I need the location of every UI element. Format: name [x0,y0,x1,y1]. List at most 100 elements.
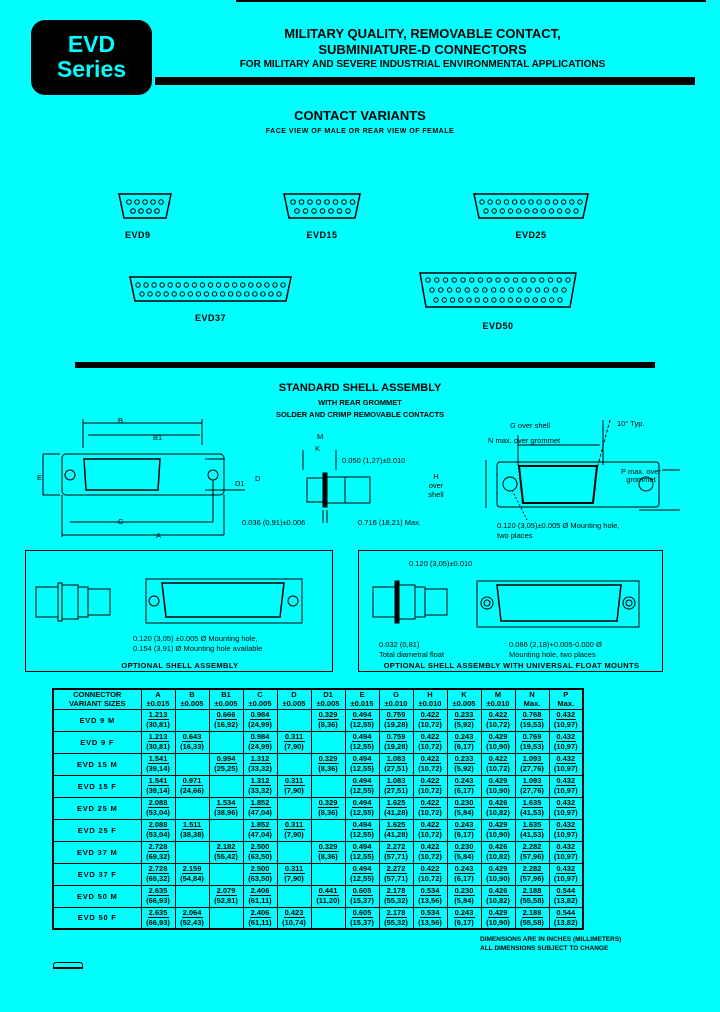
header-name: M [494,690,502,700]
value-mm: (57,96) [520,874,544,883]
table-cell: 2.188(55,58) [514,884,550,908]
contact-variants-title: CONTACT VARIANTS [294,108,426,123]
value-mm: (10,72) [418,720,442,729]
value-mm: (10,97) [553,742,578,751]
value-inches: 0.311 [283,732,305,742]
value-inches: 0.422 [419,864,441,874]
value-inches: 2.282 [521,864,543,874]
table-cell: 0.429(10,90) [480,730,516,754]
table-cell: 0.422(10,72) [480,708,516,732]
value-inches: 0.422 [419,776,441,786]
value-inches: 1.213 [147,710,169,720]
value-mm: (10,82) [486,808,510,817]
table-cell: 0.426(10,82) [480,884,516,908]
value-mm: (30,81) [146,742,170,751]
value-mm: (33,32) [248,764,272,773]
table-cell: 0.329(8,36) [310,796,346,820]
row-variant-size: EVD 37 F [52,862,142,886]
value-mm: (10,90) [486,874,510,883]
value-inches: 0.230 [453,842,475,852]
value-mm: (5,92) [454,720,474,729]
connector-label: EVD25 [515,230,547,240]
table-cell: 0.605(15,37) [344,884,380,908]
value-mm: (10,72) [418,852,442,861]
value-inches: 0.422 [487,754,509,764]
table-cell [174,708,210,732]
value-inches: 0.432 [555,754,576,764]
value-mm: (10,97) [553,874,578,883]
row-variant-size: EVD 50 F [52,906,142,930]
value-mm: (7,90) [284,830,304,839]
table-cell: 0.432(10,97) [548,862,584,886]
value-inches: 0.230 [453,798,475,808]
table-cell: 2.079(52,81) [208,884,244,908]
table-cell: 0.311(7,90) [276,862,312,886]
table-cell: 2.282(57,96) [514,840,550,864]
table-cell: 2.728(69,32) [140,862,176,886]
value-mm: (5,84) [454,852,474,861]
table-cell [174,796,210,820]
value-inches: 2.079 [215,886,237,896]
value-inches: 0.494 [351,798,373,808]
table-cell [276,708,312,732]
value-inches: 0.494 [351,842,373,852]
value-mm: (10,82) [486,896,510,905]
value-inches: 0.494 [351,864,373,874]
value-mm: (12,55) [350,742,374,751]
value-inches: 0.422 [419,798,441,808]
value-inches: 0.605 [351,907,373,918]
value-mm: (7,90) [284,874,304,883]
table-cell: 2.282(57,96) [514,862,550,886]
footnote-units: DIMENSIONS ARE IN INCHES (MILLIMETERS) [480,936,622,943]
table-cell: 0.429(10,90) [480,818,516,842]
value-inches: 2.728 [147,842,169,852]
dim-label-flange: 0.050 (1,27)±0.010 [342,456,406,465]
header-tolerance: ±0.015 [146,699,170,709]
value-inches: 2.182 [215,842,237,852]
value-mm: (10,82) [486,852,510,861]
header-tolerance: ±0.005 [214,699,238,709]
table-cell: 0.605(15,37) [344,906,380,930]
table-cell: 0.971(24,66) [174,774,210,798]
table-cell: 0.311(7,90) [276,818,312,842]
value-inches: 0.329 [317,754,339,764]
column-header: H±0.010 [412,688,448,710]
table-cell: 2.064(52,43) [174,906,210,930]
header-tolerance: ±0.010 [418,699,442,709]
value-inches: 2.272 [385,864,407,874]
table-cell [174,752,210,776]
table-cell: 2.088(53,04) [140,818,176,842]
table-cell: 1.625(41,28) [378,818,414,842]
table-cell: 0.984(24,99) [242,730,278,754]
dsub-50-icon [419,272,577,308]
value-mm: (24,99) [248,742,272,751]
table-cell: 0.423(10,74) [276,906,312,930]
value-inches: 0.494 [351,754,373,764]
value-mm: (52,43) [180,917,204,927]
header-name: H [427,690,433,700]
table-cell: 0.329(8,36) [310,840,346,864]
header-tolerance: Max. [557,699,575,709]
connector-label: EVD37 [194,313,227,323]
table-cell: 1.093(27,76) [514,752,550,776]
dim-label-length: 0.716 (18,21) Max. [358,518,421,527]
value-mm: (24,99) [248,720,272,729]
standard-shell-drawing [42,419,680,537]
value-mm: (41,53) [520,808,544,817]
value-mm: (57,96) [520,852,544,861]
header-tolerance: ±0.015 [350,699,374,709]
table-cell: 0.432(10,97) [548,752,584,776]
value-inches: 2.178 [385,886,407,896]
header-tolerance: ±0.005 [316,699,340,709]
value-mm: (12,55) [350,830,374,839]
table-cell: 0.243(6,17) [446,774,482,798]
table-cell: 0.769(19,53) [514,730,550,754]
table-cell: 0.230(5,84) [446,840,482,864]
value-inches: 2.500 [249,842,271,852]
value-inches: 0.432 [555,776,576,786]
table-cell: 0.534(13,56) [412,884,448,908]
value-inches: 0.243 [453,864,475,874]
value-inches: 1.534 [215,798,237,808]
header-tolerance: VARIANT SIZES [68,699,126,709]
